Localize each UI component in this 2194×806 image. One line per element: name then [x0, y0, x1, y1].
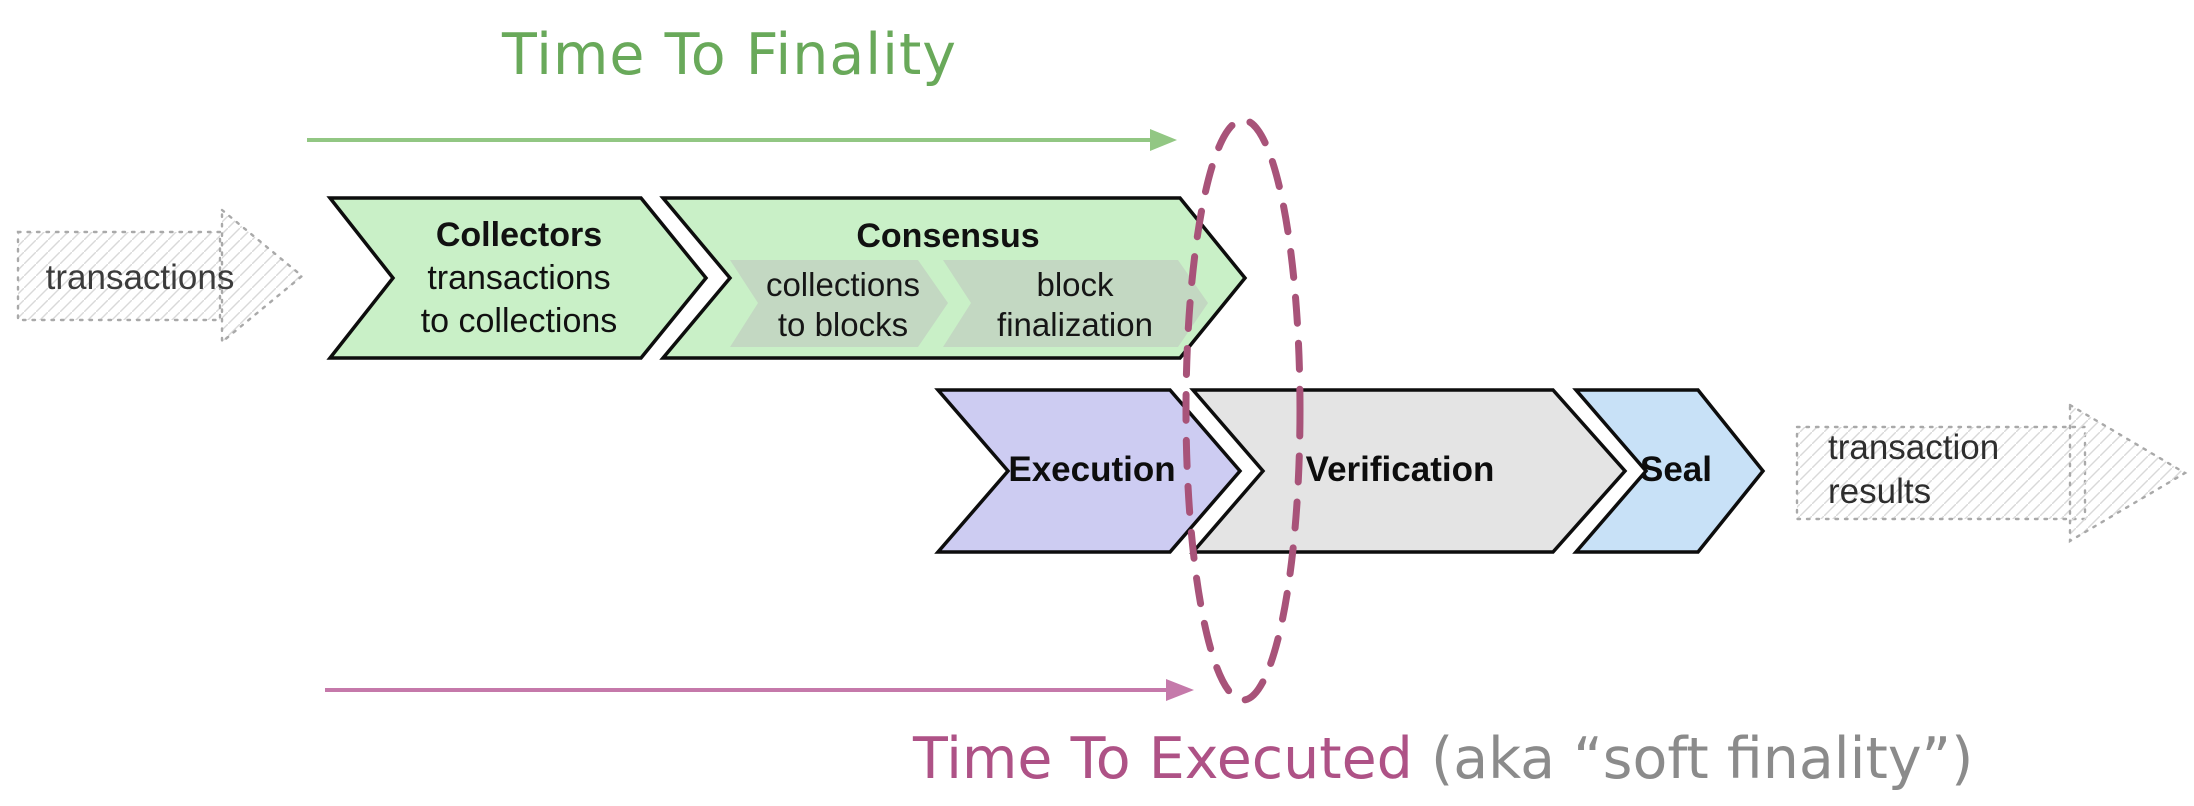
transactions-input-label: transactions	[45, 258, 235, 297]
seal-label: Seal	[1640, 450, 1712, 489]
transactions-arrow-body	[16, 230, 222, 322]
block-finalization-subchevron	[943, 260, 1208, 347]
collectors-title: Collectors	[435, 216, 603, 254]
consensus-title: Consensus	[856, 217, 1040, 255]
time-to-finality-arrow	[307, 129, 1177, 151]
collections-to-blocks-subchevron	[730, 260, 948, 347]
time-to-finality-title: Time To Finality	[502, 22, 958, 88]
collectors-chevron	[326, 196, 709, 360]
sub1-line2: to blocks	[777, 306, 909, 343]
seal-chevron	[1572, 388, 1766, 554]
execution-label: Execution	[1008, 450, 1176, 489]
collectors-line2: to collections	[420, 302, 618, 340]
results-label-line1: transaction	[1828, 428, 2000, 467]
sub2-line1: block	[1036, 266, 1114, 303]
transaction-results-label: transaction results	[1828, 426, 1999, 514]
transactions-input-arrow	[16, 207, 304, 345]
finality-marker-ellipse	[1182, 116, 1304, 704]
time-to-executed-text: Time To Executed	[913, 726, 1413, 792]
results-arrow-head	[2068, 402, 2188, 544]
soft-finality-suffix: (aka “soft finality”)	[1412, 726, 1974, 792]
sub2-line2: finalization	[997, 306, 1153, 343]
verification-label: Verification	[1305, 450, 1495, 489]
transaction-results-output-arrow	[1795, 402, 2188, 544]
results-label-line2: results	[1828, 472, 1932, 511]
execution-chevron	[934, 388, 1243, 554]
block-finalization-label: block finalization	[975, 265, 1175, 345]
time-to-executed-title: Time To Executed (aka “soft finality”)	[913, 726, 1973, 792]
transactions-arrow-head	[220, 207, 304, 345]
time-to-executed-arrow	[325, 679, 1194, 701]
collectors-line1: transactions	[427, 259, 611, 297]
sub1-line1: collections	[765, 266, 921, 303]
collectors-label: Collectors transactions to collections	[394, 214, 644, 343]
results-arrow-body	[1795, 425, 2087, 521]
collections-to-blocks-label: collections to blocks	[743, 265, 943, 345]
